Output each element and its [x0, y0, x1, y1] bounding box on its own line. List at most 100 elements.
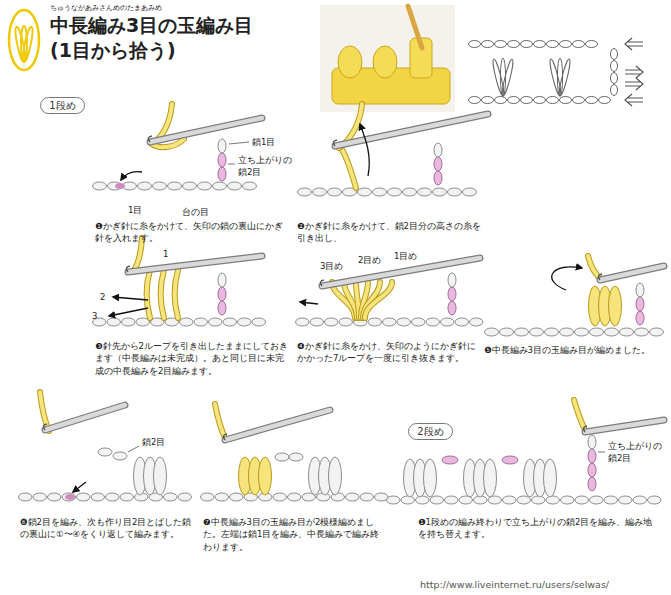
- step-caption: ❺中長編み3目の玉編み目が編めました。: [484, 344, 654, 356]
- chain-stitch: [387, 496, 401, 504]
- yarn: [574, 400, 586, 432]
- chain-stitch: [534, 97, 546, 104]
- chain-stitch: [275, 453, 289, 461]
- yarn: [365, 282, 392, 318]
- chain-stitch: [328, 188, 342, 196]
- chain-stitch: [106, 493, 120, 501]
- yarn: [365, 282, 392, 318]
- chain-stitch: [448, 287, 456, 301]
- row-direction-arrow: [625, 38, 643, 50]
- chain-stitch: [383, 318, 397, 326]
- chain-stitch: [93, 182, 107, 190]
- chain-stitch: [434, 171, 442, 185]
- yarn: [40, 392, 49, 431]
- chain-stitch: [508, 97, 520, 104]
- chain-stitch: [448, 188, 462, 196]
- part-label: 台の目: [182, 206, 209, 218]
- step-caption: ❶1段めの編み終わりで立ち上がりの鎖2目を編み、編み地を持ち替えます。: [418, 516, 658, 541]
- chain-stitch: [252, 318, 266, 326]
- chain-stitch: [448, 301, 456, 315]
- chain-stitch: [358, 188, 372, 196]
- direction-arrow: [552, 267, 582, 290]
- chain-stitch: [503, 496, 517, 504]
- chain-stitch: [218, 139, 226, 153]
- hook-tip: [148, 136, 152, 142]
- chain-stitch: [209, 318, 223, 326]
- chain-stitch: [168, 182, 182, 190]
- chain-stitch: [636, 311, 644, 325]
- hook-tip: [43, 424, 47, 430]
- chain-stitch: [33, 493, 47, 501]
- row-label-box: 1段め: [40, 97, 85, 114]
- chain-stitch: [495, 97, 507, 104]
- chain-stitch: [545, 328, 559, 336]
- part-label: 立ち上がりの 鎖2目: [238, 154, 298, 179]
- chain-stitch: [296, 318, 310, 326]
- yarn: [40, 392, 49, 431]
- chain-stitch: [397, 318, 411, 326]
- chain-stitch: [218, 167, 226, 181]
- crochet-hook: [128, 256, 262, 272]
- chain-stitch: [633, 496, 647, 504]
- chain-stitch: [530, 328, 544, 336]
- step-caption: ❻鎖2目を編み、次も作り目2目とばした鎖の裏山に①〜④をくり返して編みます。: [20, 516, 198, 541]
- chain-stitch: [560, 328, 574, 336]
- chain-stitch: [495, 41, 507, 48]
- chain-stitch: [218, 301, 226, 315]
- chain-stitch: [418, 188, 432, 196]
- chain-stitch: [575, 496, 589, 504]
- puff-stitch: [424, 459, 437, 497]
- chain-stitch: [561, 496, 575, 504]
- callout-label: 1目め: [394, 250, 417, 262]
- yarn: [588, 256, 602, 280]
- crochet-hook: [225, 410, 330, 440]
- crochet-hook: [585, 420, 664, 432]
- symbol-icon: [9, 10, 39, 70]
- title: 中長編み3目の玉編み目 (1目から拾う): [50, 13, 312, 62]
- chain-stitch: [469, 97, 481, 104]
- insertion-mark: [65, 494, 75, 500]
- leader-line: [228, 164, 235, 165]
- chain-stitch: [434, 143, 442, 157]
- chain-stitch: [482, 97, 494, 104]
- chain-stitch: [243, 182, 257, 190]
- yarn: [588, 256, 602, 280]
- leader-line: [229, 142, 249, 144]
- direction-arrow: [113, 297, 148, 300]
- chain-stitch: [113, 452, 127, 460]
- chain-symbol: [611, 49, 618, 60]
- chain-stitch: [218, 287, 226, 301]
- crochet-hook: [600, 266, 664, 280]
- crochet-hook: [128, 256, 262, 272]
- chain-stitch: [91, 493, 105, 501]
- yarn: [175, 270, 178, 318]
- photo-hook: [408, 6, 422, 48]
- chain-stitch: [401, 496, 415, 504]
- chain-stitch: [469, 41, 481, 48]
- chain-stitch: [273, 493, 287, 501]
- part-label: 鎖2目: [142, 436, 165, 448]
- chain-stitch: [620, 328, 634, 336]
- chain-stitch: [77, 493, 91, 501]
- chain-stitch: [575, 328, 589, 336]
- chain-stitch: [605, 328, 619, 336]
- chain-stitch: [521, 97, 533, 104]
- yarn: [215, 404, 226, 440]
- chain-stitch: [153, 182, 167, 190]
- leader-line: [128, 446, 139, 452]
- step-caption: ❹かぎ針に糸をかけ、矢印のようにかぎ針にかかった7ループを一度に引き抜きます。: [297, 340, 477, 365]
- direction-arrow: [73, 482, 86, 492]
- crochet-hook: [585, 420, 664, 432]
- part-label: 1目: [128, 204, 142, 216]
- chain-stitch: [289, 453, 303, 461]
- chain-stitch: [588, 477, 596, 491]
- chain-stitch: [448, 273, 456, 287]
- chain-stitch: [515, 328, 529, 336]
- chain-stitch: [183, 182, 197, 190]
- chain-stitch: [198, 182, 212, 190]
- yarn: [341, 148, 356, 188]
- symbol-icon: [21, 26, 34, 62]
- chain-stitch: [194, 318, 208, 326]
- chain-stitch: [373, 188, 387, 196]
- furigana: ちゅうながあみさんめのたまあみめ: [50, 4, 162, 13]
